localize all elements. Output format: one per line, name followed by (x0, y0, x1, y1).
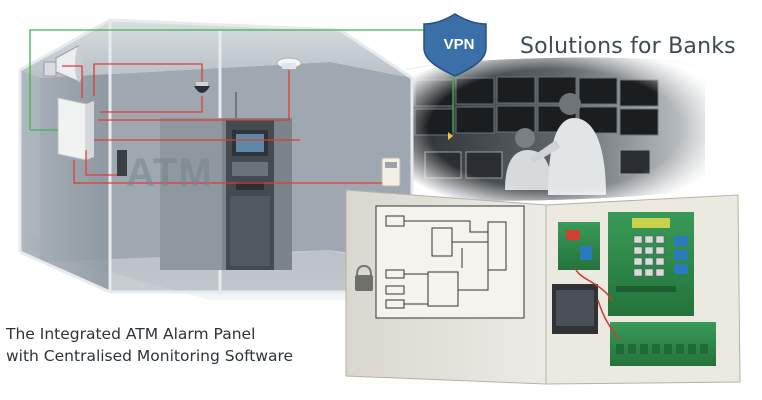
caption-line-1: The Integrated ATM Alarm Panel (6, 325, 256, 343)
vpn-shield-icon (423, 13, 487, 140)
signal-wiring (29, 29, 454, 184)
atm-machine (226, 120, 274, 270)
dome-camera-icon (194, 82, 210, 93)
alarm-panel-enclosure (345, 189, 741, 385)
main-pcb (608, 212, 694, 316)
control-room-photo (405, 57, 705, 201)
smoke-detector-icon (276, 57, 302, 69)
wiring-diagram-sticker (375, 205, 525, 319)
atm-booth (18, 18, 420, 300)
terminal-pcb (610, 322, 716, 366)
siren-icon (43, 45, 83, 83)
vpn-label: VPN (443, 36, 475, 53)
caption-line-2: with Centralised Monitoring Software (6, 347, 294, 365)
keypad-icon (381, 157, 401, 187)
lock-icon (355, 264, 373, 291)
headline: Solutions for Banks (520, 34, 736, 59)
auxiliary-pcb (558, 222, 600, 270)
atm-sign: ATM (126, 151, 213, 195)
power-supply (552, 284, 598, 334)
card-reader-icon (117, 150, 127, 176)
wall-alarm-panel (57, 97, 94, 161)
